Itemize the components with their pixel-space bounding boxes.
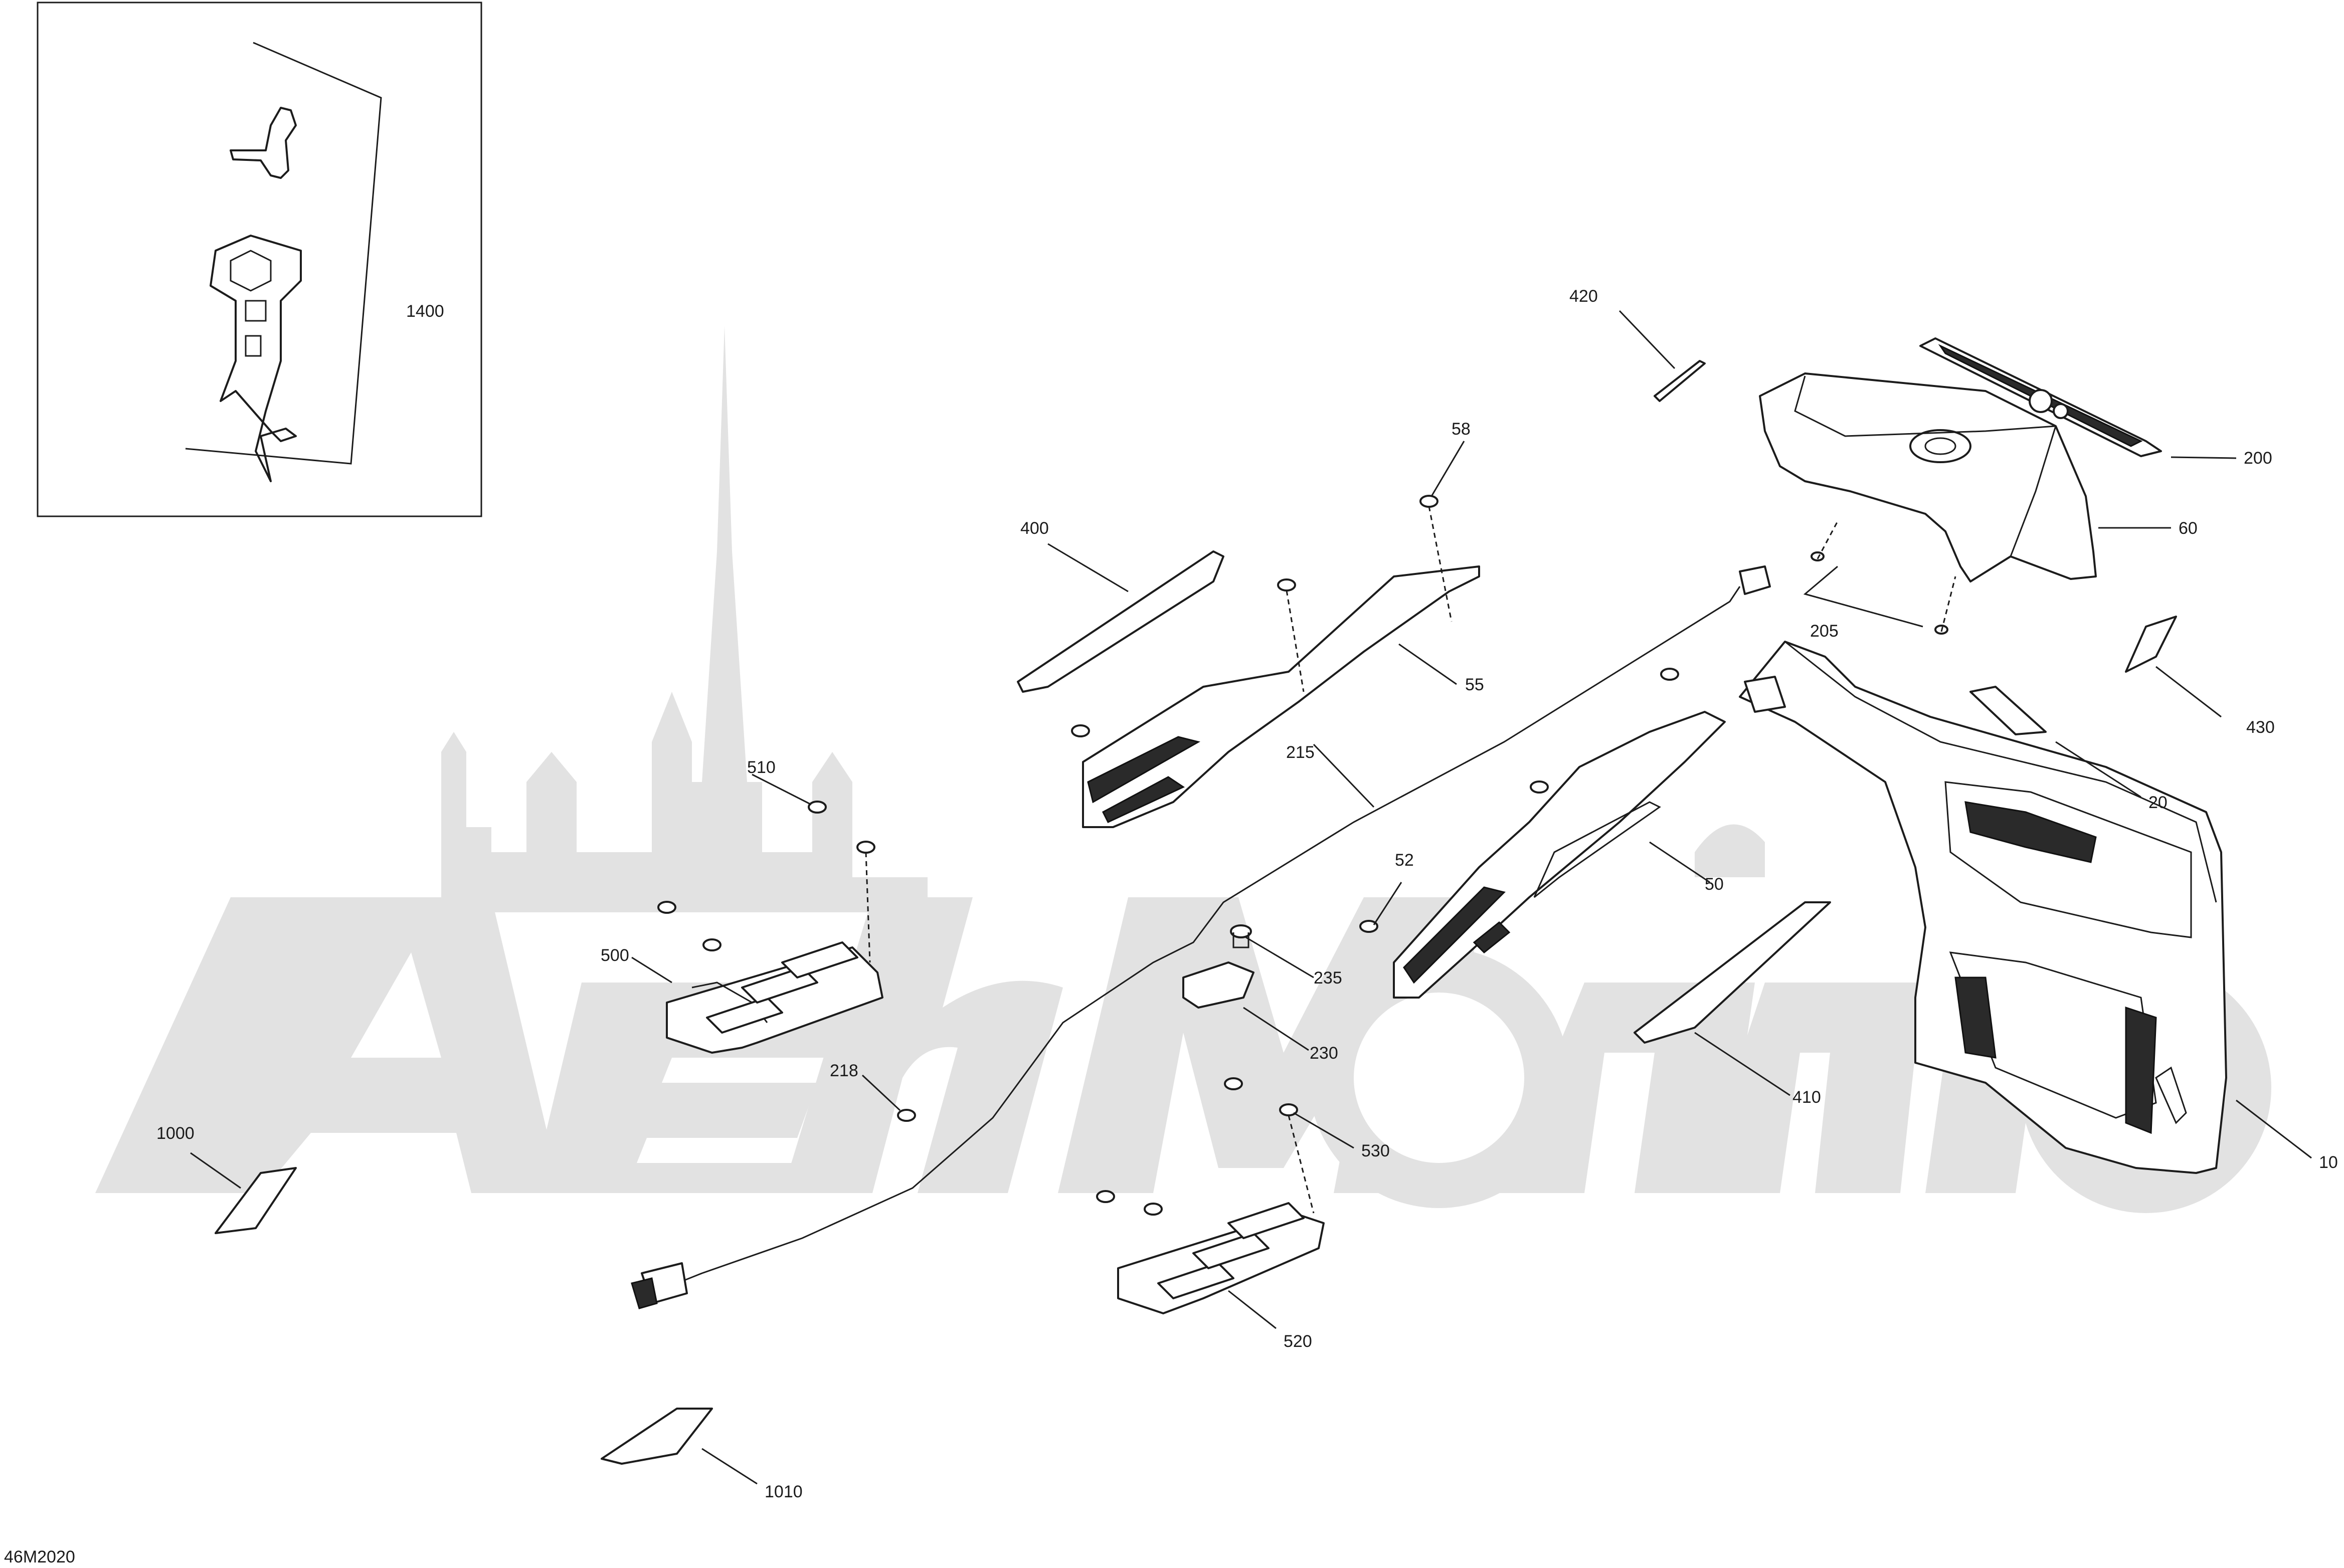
callout-430: 430 [2246, 718, 2275, 737]
decal-1000 [215, 1167, 297, 1234]
callout-530: 530 [1361, 1141, 1390, 1160]
spanner-wrench [210, 235, 302, 482]
part-200-panel [1919, 337, 2162, 457]
callout-52: 52 [1395, 851, 1414, 870]
part-60-housing [1759, 372, 2097, 582]
decal-420 [1654, 360, 1706, 402]
callout-20: 20 [2148, 793, 2168, 812]
callout-400: 400 [1020, 519, 1049, 538]
callout-1010: 1010 [765, 1482, 803, 1501]
callout-510: 510 [747, 758, 776, 777]
inset-frame [37, 2, 482, 517]
part-215-harness [631, 565, 1771, 1309]
diagram-code: 46M2020 [4, 1547, 75, 1566]
leader-lines [190, 310, 2312, 1485]
decal-1010 [601, 1408, 713, 1465]
callout-230: 230 [1310, 1044, 1338, 1063]
watermark-skyline [441, 326, 1765, 912]
decal-430 [2125, 616, 2177, 673]
part-230-clip [1182, 961, 1254, 1009]
fasteners [657, 495, 1956, 1216]
callout-60: 60 [2179, 519, 2198, 538]
callout-50: 50 [1705, 875, 1724, 894]
callout-520: 520 [1284, 1332, 1312, 1351]
tool-bracket [230, 107, 297, 179]
part-50-side-panel [1393, 711, 1726, 999]
decal-20 [1969, 686, 2047, 735]
callout-1400: 1400 [406, 302, 444, 321]
callout-420: 420 [1569, 287, 1598, 306]
callout-55: 55 [1465, 675, 1484, 694]
tool-kit-inset [37, 2, 482, 517]
part-235-bolt [1230, 924, 1252, 948]
callout-410: 410 [1792, 1088, 1821, 1107]
callout-218: 218 [830, 1061, 858, 1080]
callout-235: 235 [1314, 968, 1342, 988]
callout-215: 215 [1286, 743, 1315, 762]
part-520-footrest [1117, 1202, 1325, 1314]
part-55-side-panel [1082, 565, 1480, 828]
decal-410 [1634, 901, 1831, 1044]
decal-400 [1017, 550, 1224, 693]
callout-500: 500 [601, 946, 629, 965]
callout-10: 10 [2319, 1153, 2338, 1172]
callout-200: 200 [2244, 449, 2272, 468]
part-500-footrest [666, 941, 883, 1054]
callout-1000: 1000 [156, 1124, 195, 1143]
callout-labels: 1400 420 200 60 58 400 55 205 430 215 20… [156, 287, 2338, 1501]
callout-205: 205 [1810, 622, 1839, 641]
callout-58: 58 [1452, 420, 1471, 439]
part-10-front-panel [1739, 641, 2227, 1174]
